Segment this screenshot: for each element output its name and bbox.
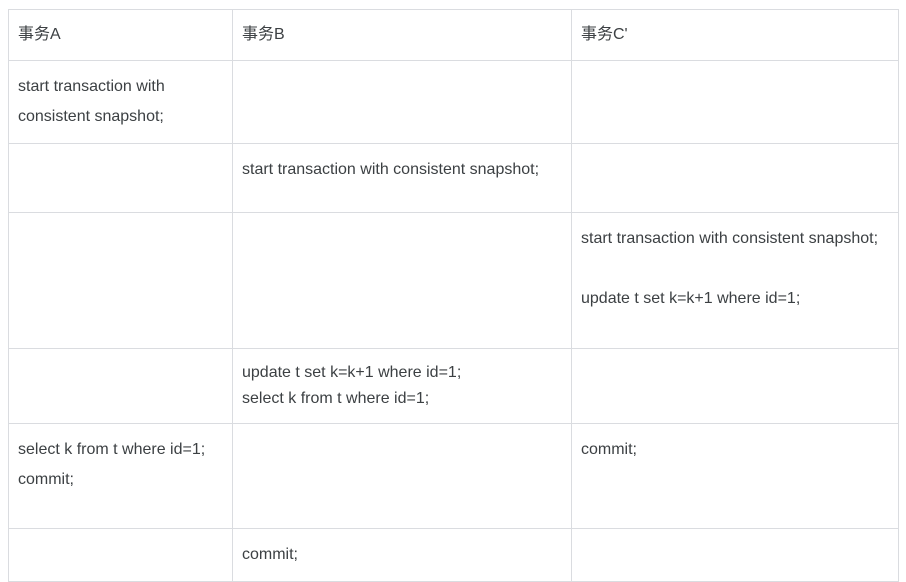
cell-c-2	[571, 143, 899, 213]
cell-a-3	[8, 212, 233, 349]
table-row: select k from t where id=1; commit; comm…	[8, 423, 899, 529]
page-root: 事务A 事务B 事务C' start transaction with cons…	[8, 9, 899, 582]
cell-a-6	[8, 528, 233, 582]
table-row: start transaction with consistent snapsh…	[8, 212, 899, 349]
table-header: 事务A 事务B 事务C'	[8, 9, 899, 61]
cell-b-1	[232, 60, 572, 144]
cell-b-4: update t set k=k+1 where id=1; select k …	[232, 348, 572, 424]
table-row: start transaction with consistent snapsh…	[8, 143, 899, 213]
cell-a-5: select k from t where id=1; commit;	[8, 423, 233, 529]
cell-b-6: commit;	[232, 528, 572, 582]
column-header-transaction-a: 事务A	[8, 9, 233, 61]
cell-b-5	[232, 423, 572, 529]
cell-c-4	[571, 348, 899, 424]
table-header-row: 事务A 事务B 事务C'	[8, 9, 899, 61]
table-row: update t set k=k+1 where id=1; select k …	[8, 348, 899, 424]
cell-a-1: start transaction with consistent snapsh…	[8, 60, 233, 144]
column-header-transaction-c: 事务C'	[571, 9, 899, 61]
table-row: commit;	[8, 528, 899, 582]
table-body: start transaction with consistent snapsh…	[8, 60, 899, 582]
cell-b-2: start transaction with consistent snapsh…	[232, 143, 572, 213]
cell-c-5: commit;	[571, 423, 899, 529]
column-header-transaction-b: 事务B	[232, 9, 572, 61]
cell-c-3: start transaction with consistent snapsh…	[571, 212, 899, 349]
cell-b-3	[232, 212, 572, 349]
cell-a-4	[8, 348, 233, 424]
cell-c-1	[571, 60, 899, 144]
table-row: start transaction with consistent snapsh…	[8, 60, 899, 144]
transaction-sequence-table: 事务A 事务B 事务C' start transaction with cons…	[8, 9, 899, 582]
cell-c-6	[571, 528, 899, 582]
cell-a-2	[8, 143, 233, 213]
